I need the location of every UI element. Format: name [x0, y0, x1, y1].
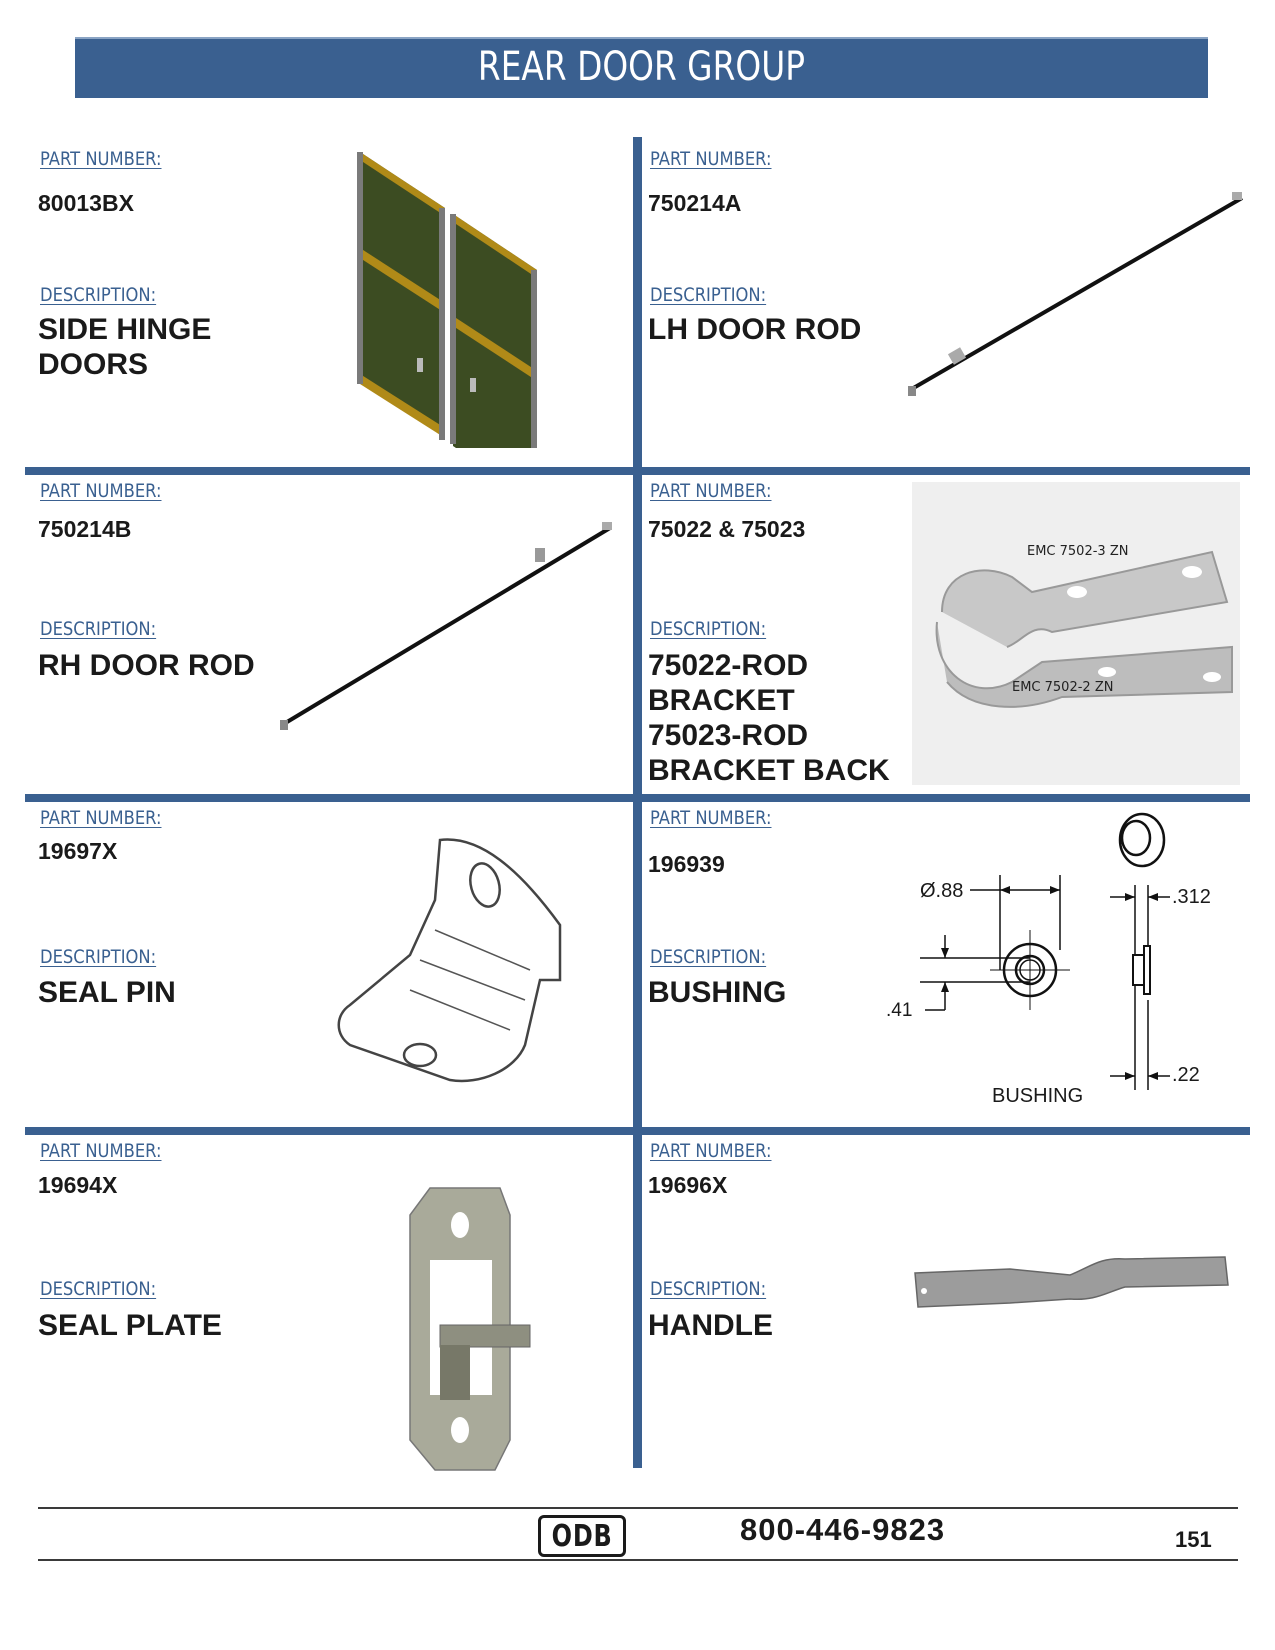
logo-text: ODB [551, 1518, 613, 1554]
description: BUSHING [648, 976, 787, 1009]
part-number: 80013BX [38, 190, 134, 216]
footer-rule-top [38, 1507, 1238, 1509]
description-label: DESCRIPTION: [40, 284, 157, 306]
bracket-label-top: EMC 7502-3 ZN [1027, 544, 1129, 559]
part-number-label: PART NUMBER: [40, 807, 162, 829]
description-label: DESCRIPTION: [40, 1278, 157, 1300]
dimension-width: .312 [1172, 886, 1211, 908]
handle-image [914, 1256, 1229, 1308]
description: SIDE HINGE DOORS [38, 313, 212, 381]
drawing-caption: BUSHING [992, 1085, 1084, 1107]
dimension-inner: .41 [886, 1000, 913, 1021]
part-number: 750214B [38, 516, 132, 542]
dimension-flange: .22 [1172, 1064, 1200, 1086]
side-hinge-doors-image [357, 152, 537, 448]
part-number: 750214A [648, 190, 742, 216]
part-number-label: PART NUMBER: [650, 148, 772, 170]
rh-door-rod-image [280, 522, 612, 730]
description-label: DESCRIPTION: [40, 618, 157, 640]
description-label: DESCRIPTION: [650, 284, 767, 306]
description: LH DOOR ROD [648, 313, 862, 346]
description-label: DESCRIPTION: [650, 618, 767, 640]
lh-door-rod-image [908, 192, 1244, 396]
row-divider-2 [25, 794, 1250, 802]
part-number: 75022 & 75023 [648, 516, 806, 542]
footer-rule-bottom [38, 1559, 1238, 1561]
description-label: DESCRIPTION: [650, 1278, 767, 1300]
description-label: DESCRIPTION: [40, 946, 157, 968]
part-number: 19694X [38, 1172, 118, 1198]
bracket-label-bottom: EMC 7502-2 ZN [1012, 680, 1114, 695]
dimension-diameter: Ø.88 [920, 880, 964, 902]
seal-pin-image [337, 838, 562, 1083]
part-number-label: PART NUMBER: [650, 807, 772, 829]
part-number-label: PART NUMBER: [650, 480, 772, 502]
part-number: 19696X [648, 1172, 728, 1198]
part-number: 196939 [648, 851, 725, 877]
page-title: REAR DOOR GROUP [477, 44, 806, 90]
part-number-label: PART NUMBER: [40, 1140, 162, 1162]
row-divider-1 [25, 467, 1250, 475]
description: SEAL PLATE [38, 1309, 222, 1342]
phone-number: 800-446-9823 [740, 1512, 946, 1547]
part-number-label: PART NUMBER: [650, 1140, 772, 1162]
description: 75022-ROD BRACKET 75023-ROD BRACKET BACK [648, 649, 890, 787]
part-number-label: PART NUMBER: [40, 480, 162, 502]
seal-plate-image [409, 1187, 531, 1471]
part-number: 19697X [38, 838, 118, 864]
bushing-drawing [920, 812, 1170, 1090]
column-divider [633, 137, 642, 1468]
part-number-label: PART NUMBER: [40, 148, 162, 170]
page-title-banner: REAR DOOR GROUP [75, 37, 1208, 98]
description: RH DOOR ROD [38, 649, 255, 682]
description: SEAL PIN [38, 976, 176, 1009]
company-logo: ODB [538, 1515, 626, 1557]
rod-bracket-image: EMC 7502-3 ZN EMC 7502-2 ZN [912, 482, 1240, 785]
description-label: DESCRIPTION: [650, 946, 767, 968]
description: HANDLE [648, 1309, 773, 1342]
page-number: 151 [1175, 1527, 1212, 1552]
row-divider-3 [25, 1127, 1250, 1135]
